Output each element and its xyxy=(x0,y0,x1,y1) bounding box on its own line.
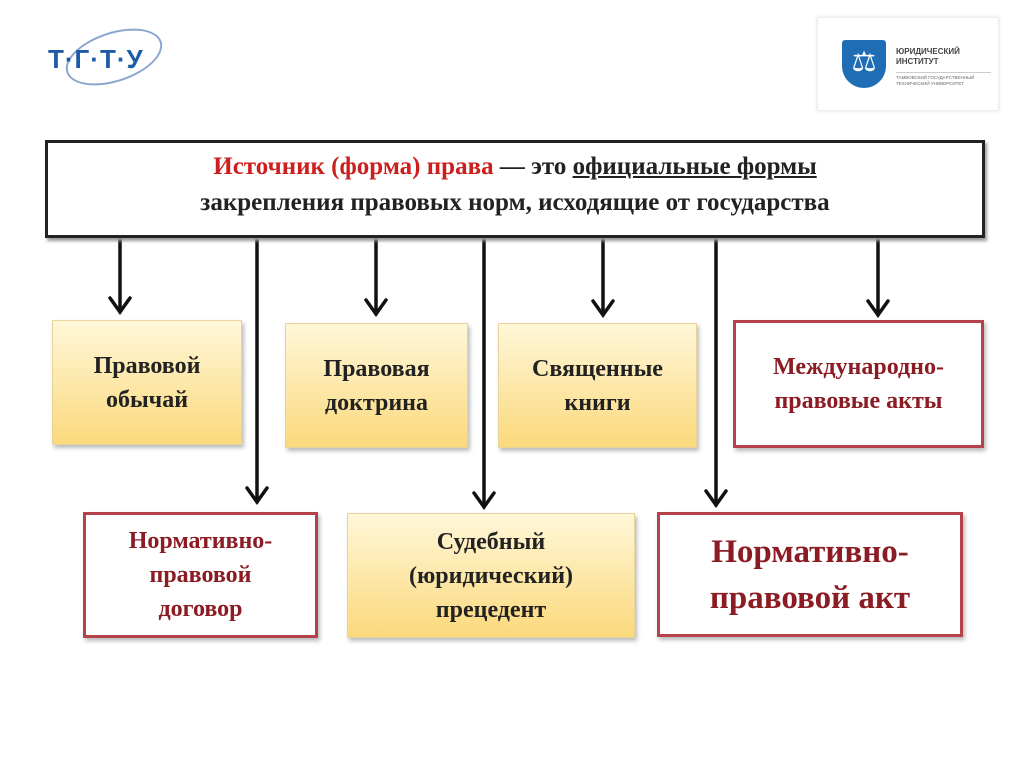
arrow-7 xyxy=(866,230,890,319)
box-text: Священные xyxy=(532,355,663,382)
arrow-5 xyxy=(591,230,615,319)
scales-shield-icon: ⚖ xyxy=(842,40,886,88)
definition-line-1: Источник (форма) права — это официальные… xyxy=(48,149,982,185)
box-normative-contract: Нормативно-правовой договор xyxy=(83,512,318,638)
box-text: договор xyxy=(158,596,243,622)
box-international-acts: Международно-правовые акты xyxy=(733,320,984,448)
box-text: доктрина xyxy=(324,389,429,416)
definition-line-2: закрепления правовых норм, исходящие от … xyxy=(200,189,830,216)
term: Источник (форма) права xyxy=(213,153,494,180)
institute-subtitle: ТАМБОВСКИЙ ГОСУДАРСТВЕННЫЙ ТЕХНИЧЕСКИЙ У… xyxy=(896,72,991,87)
box-text: Правовой xyxy=(93,352,201,379)
box-text: Нормативно- xyxy=(711,533,909,570)
box-text: Международно- xyxy=(773,354,944,380)
box-text: правовой акт xyxy=(709,579,911,616)
arrow-1 xyxy=(108,230,132,316)
definition-box: Источник (форма) права — это официальные… xyxy=(45,140,985,238)
institute-title: ЮРИДИЧЕСКИЙ ИНСТИТУТ xyxy=(896,47,960,66)
box-text: книги xyxy=(564,389,631,416)
box-text: Нормативно- xyxy=(128,528,273,554)
box-text: правовой xyxy=(149,562,252,588)
box-normative-act: Нормативно-правовой акт xyxy=(657,512,963,637)
box-legal-doctrine: Правовая доктрина xyxy=(285,323,468,448)
box-text: прецедент xyxy=(435,596,547,623)
arrow-3 xyxy=(364,230,388,318)
box-legal-custom: Правовой обычай xyxy=(52,320,242,445)
box-text: правовые акты xyxy=(774,388,943,414)
dash: — это xyxy=(493,153,573,180)
box-text: Судебный xyxy=(436,528,546,555)
arrow-6 xyxy=(704,230,728,509)
box-text: Правовая xyxy=(323,355,430,382)
tgtu-logo: Т·Г·Т·У xyxy=(36,17,170,97)
tgtu-logo-text: Т·Г·Т·У xyxy=(48,44,144,74)
box-sacred-books: Священные книги xyxy=(498,323,697,448)
arrow-2 xyxy=(245,230,269,506)
box-text: (юридический) xyxy=(408,562,574,589)
box-text: обычай xyxy=(105,386,189,413)
box-judicial-precedent: Судебный (юридический) прецедент xyxy=(347,513,635,638)
arrow-4 xyxy=(472,230,496,511)
law-institute-logo: ⚖ ЮРИДИЧЕСКИЙ ИНСТИТУТ ТАМБОВСКИЙ ГОСУДА… xyxy=(817,17,999,111)
underlined-phrase: официальные формы xyxy=(572,153,817,180)
